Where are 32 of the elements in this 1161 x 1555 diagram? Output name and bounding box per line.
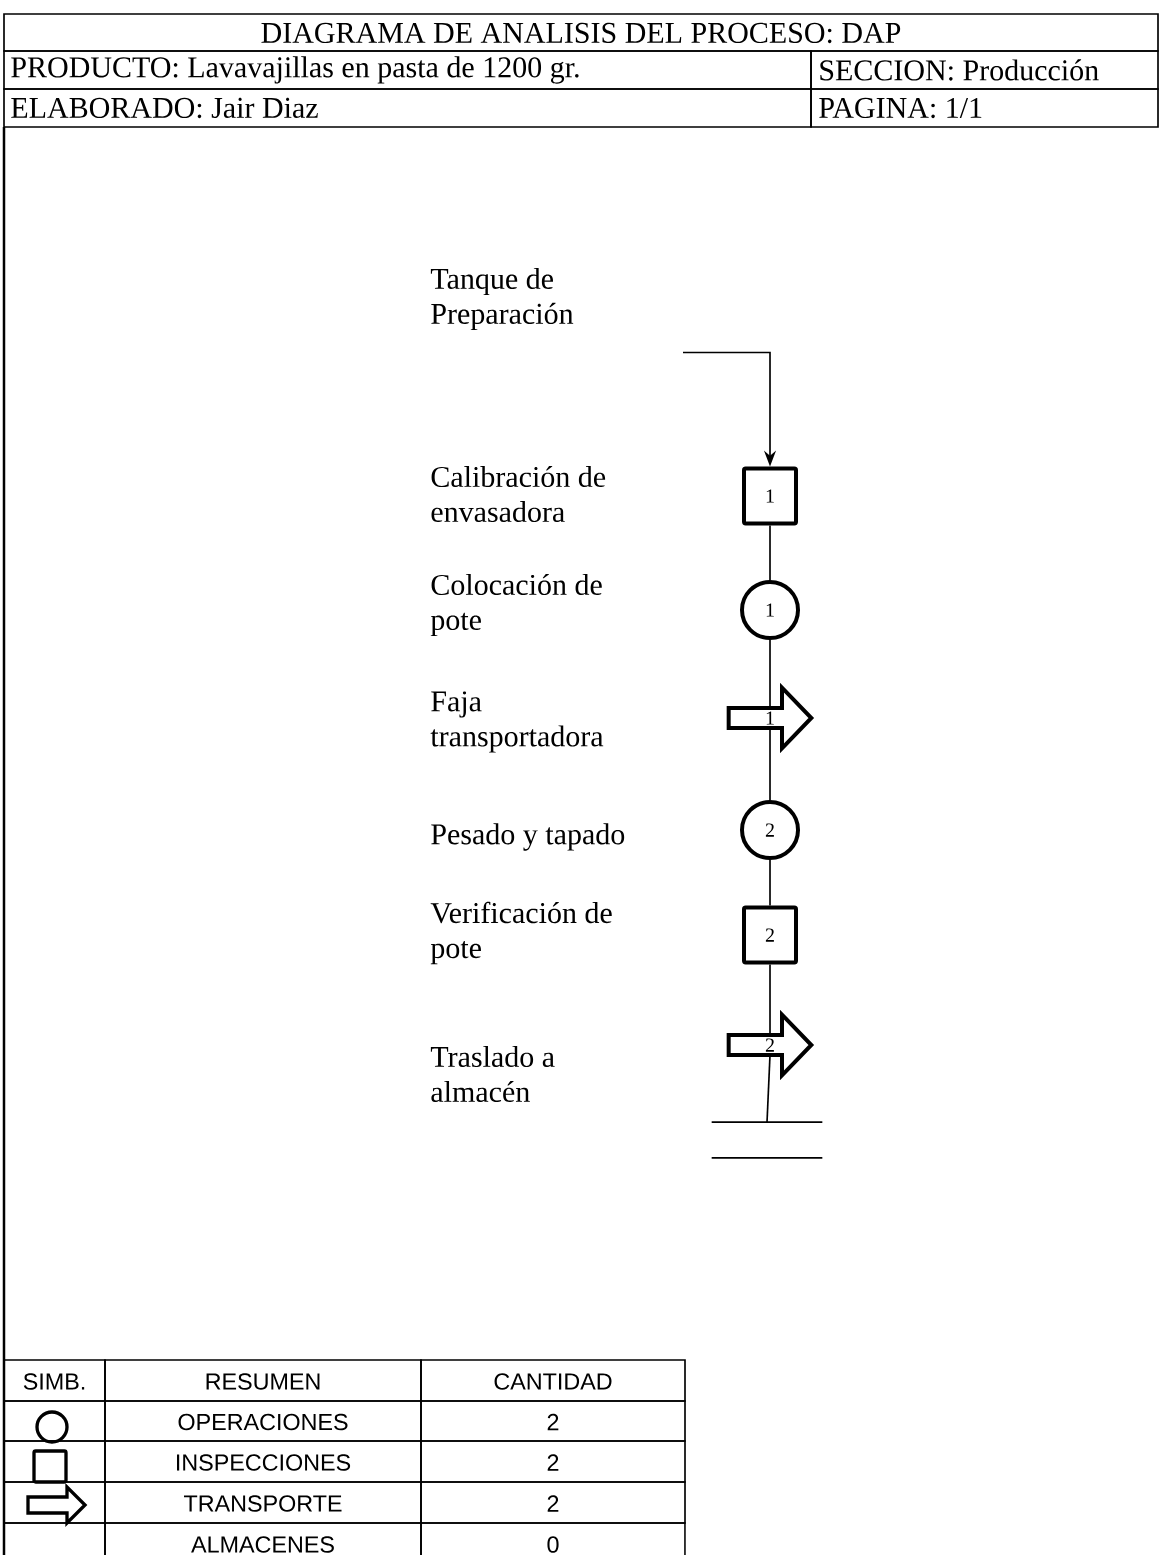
header-cell: ELABORADO: Jair Diaz (3, 88, 812, 128)
table-cell: CANTIDAD (420, 1359, 686, 1402)
inspection-square: 2 (742, 905, 798, 965)
table-cell: ALMACENES (104, 1522, 422, 1555)
step-label: Faja transportadora (430, 691, 604, 753)
inspection-square: 1 (742, 466, 798, 526)
table-cell: TRANSPORTE (104, 1481, 422, 1524)
connector-line (769, 963, 771, 1036)
header-cell: DIAGRAMA DE ANALISIS DEL PROCESO: DAP (3, 13, 1159, 52)
step-label: Tanque de Preparación (430, 267, 574, 331)
connector-line (769, 859, 771, 907)
table-cell: SIMB. (3, 1359, 106, 1402)
table-cell: RESUMEN (104, 1359, 422, 1402)
connector-line (769, 639, 771, 709)
table-cell: 2 (420, 1400, 686, 1442)
step-label: Calibración de envasadora (431, 465, 606, 523)
table-cell: INSPECCIONES (104, 1440, 422, 1483)
table-cell: 0 (420, 1522, 686, 1555)
connector-line (769, 524, 771, 581)
table-cell: 2 (420, 1481, 686, 1524)
header-cell: SECCION: Producción (810, 50, 1159, 90)
step-label: Traslado a almacén (430, 1045, 555, 1103)
step-label: Verificación de pote (430, 901, 612, 965)
header-cell: PRODUCTO: Lavavajillas en pasta de 1200 gr. (3, 50, 812, 90)
table-cell: OPERACIONES (104, 1400, 422, 1442)
connector-line (766, 1054, 771, 1123)
step-label: Colocación de pote (430, 573, 602, 637)
header-cell: PAGINA: 1/1 (810, 88, 1159, 128)
connector-line (769, 727, 771, 801)
storage-bar (710, 1121, 824, 1159)
step-label: Pesado y tapado (431, 823, 625, 851)
table-cell: 2 (420, 1440, 686, 1483)
